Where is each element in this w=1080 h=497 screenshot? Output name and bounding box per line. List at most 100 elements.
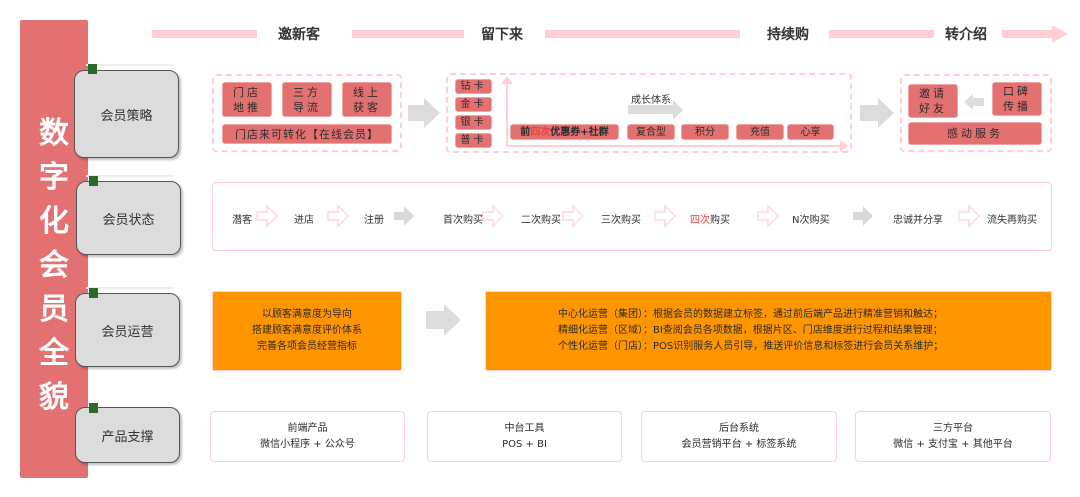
timeline-bar — [829, 30, 934, 38]
category-label: 会员运营 — [101, 324, 154, 340]
benefit-composite[interactable]: 复合型 — [627, 124, 675, 140]
status-step: 首次购买 — [443, 215, 483, 226]
channel-online[interactable]: 线上获客 — [342, 82, 392, 117]
step-arrow-icon — [256, 205, 278, 227]
operation-level-line: 精细化运营（区域）：BI查阅会员各项数据，根据片区、门店维度进行过程和结果管理； — [558, 325, 943, 336]
banner-char: 化 — [39, 204, 69, 239]
timeline-stage-retain: 留下来 — [481, 27, 523, 43]
y-axis-arrow-icon — [501, 76, 513, 84]
benefit-first-four[interactable]: 前四次优惠券+社群 — [510, 124, 619, 140]
benefit-label: 心享 — [800, 126, 821, 138]
wom-label: 传播 — [1003, 100, 1031, 113]
operation-goal-line: 以顾客满意度为导向 — [262, 309, 352, 320]
acquire-group — [212, 74, 402, 152]
status-step: 流失再购买 — [987, 215, 1037, 226]
left-arrow-shaft — [973, 98, 984, 106]
category-member-status[interactable]: 会员状态 — [76, 181, 181, 255]
step-arrow-icon — [757, 205, 779, 227]
product-title: 中台工具 — [504, 422, 545, 434]
step-arrow-icon — [958, 205, 980, 227]
status-step: 二次购买 — [521, 215, 561, 226]
status-step: 四次购买 — [690, 211, 730, 226]
channel-label: 地推 — [233, 100, 261, 114]
divider — [86, 64, 174, 66]
status-step: 忠诚并分享 — [893, 215, 943, 226]
pin-icon — [88, 64, 97, 74]
status-step: 潜客 — [232, 215, 252, 226]
timeline-stage-acquire: 邀新客 — [278, 27, 320, 43]
tier-label: 银卡 — [460, 117, 487, 128]
operation-goal-box: 以顾客满意度为导向 搭建顾客满意度评价体系 完善各项会员经营指标 — [212, 291, 402, 371]
product-title: 前端产品 — [287, 422, 328, 434]
banner-char: 全 — [39, 336, 69, 371]
status-step: N次购买 — [792, 215, 830, 226]
step-arrow-icon — [654, 205, 676, 227]
channel-store-push[interactable]: 门店地推 — [222, 82, 272, 117]
benefit-label: 复合型 — [636, 126, 666, 138]
y-axis-line — [506, 82, 508, 146]
invite-friends[interactable]: 邀请好友 — [908, 84, 958, 118]
referral-group — [900, 74, 1052, 152]
status-step-highlight: 四次 — [690, 215, 710, 226]
timeline-arrowhead-icon — [1052, 25, 1068, 43]
status-step: 进店 — [294, 215, 314, 226]
operation-goal-line: 搭建顾客满意度评价体系 — [252, 325, 362, 336]
product-middle-platform[interactable]: 中台工具 POS + BI — [427, 411, 622, 462]
word-of-mouth[interactable]: 口碑传播 — [992, 82, 1042, 116]
tier-diamond[interactable]: 钻卡 — [455, 79, 492, 94]
banner-char: 员 — [39, 292, 69, 327]
pin-icon — [89, 176, 98, 186]
status-step-rest: 购买 — [710, 215, 730, 226]
category-product-support[interactable]: 产品支撑 — [75, 407, 180, 463]
touching-service[interactable]: 感动服务 — [908, 122, 1042, 145]
pin-icon — [89, 403, 98, 413]
tier-gold[interactable]: 金卡 — [455, 97, 492, 112]
channel-third-party[interactable]: 三方导流 — [282, 82, 332, 117]
benefit-heart[interactable]: 心享 — [787, 124, 834, 140]
channel-label: 线上 — [353, 85, 381, 99]
retain-group — [446, 73, 852, 153]
tier-label: 普卡 — [460, 135, 487, 146]
status-step: 注册 — [364, 215, 384, 226]
product-third-party[interactable]: 三方平台 微信 + 支付宝 + 其他平台 — [855, 411, 1051, 462]
timeline-bar — [545, 30, 740, 38]
benefit-suffix: 优惠券+社群 — [550, 126, 609, 138]
step-arrow-icon — [327, 205, 349, 227]
banner-char: 字 — [39, 160, 69, 195]
divider — [86, 175, 174, 177]
tier-regular[interactable]: 普卡 — [455, 133, 492, 148]
benefit-label: 充值 — [750, 126, 770, 138]
benefit-recharge[interactable]: 充值 — [736, 124, 784, 140]
service-label: 感动服务 — [947, 127, 1003, 140]
banner-title: 数 字 化 会 员 全 貌 — [20, 112, 88, 420]
category-member-strategy[interactable]: 会员策略 — [74, 70, 179, 158]
tier-label: 金卡 — [460, 99, 487, 110]
benefit-label: 积分 — [695, 126, 715, 138]
status-container — [212, 182, 1052, 251]
operation-level-line: 个性化运营（门店）：POS识别服务人员引导，推送评价信息和标签进行会员关系维护； — [558, 341, 944, 352]
product-detail: 微信小程序 + 公众号 — [260, 438, 355, 450]
tier-silver[interactable]: 银卡 — [455, 115, 492, 130]
timeline-bar — [1002, 30, 1052, 38]
timeline-bar — [352, 30, 464, 38]
product-backend[interactable]: 后台系统 会员营销平台 + 标签系统 — [641, 411, 837, 462]
product-detail: 微信 + 支付宝 + 其他平台 — [893, 438, 1013, 450]
category-member-operation[interactable]: 会员运营 — [75, 293, 180, 367]
channel-label: 获客 — [353, 100, 381, 114]
product-frontend[interactable]: 前端产品 微信小程序 + 公众号 — [210, 411, 405, 462]
invite-label: 邀请 — [919, 87, 947, 100]
product-detail: POS + BI — [502, 438, 547, 450]
step-arrow-icon — [853, 206, 873, 226]
convert-online-member[interactable]: 门店来可转化【在线会员】 — [222, 124, 392, 144]
operation-goal-line: 完善各项会员经营指标 — [257, 341, 357, 352]
timeline-bar — [152, 30, 257, 38]
timeline-stage-referral: 转介绍 — [945, 27, 987, 43]
category-label: 会员状态 — [102, 212, 155, 228]
channel-label: 门店 — [233, 85, 261, 99]
channel-label: 三方 — [293, 85, 321, 99]
status-step: 三次购买 — [601, 215, 641, 226]
growth-system-label: 成长体系 — [631, 95, 671, 106]
convert-label: 门店来可转化【在线会员】 — [235, 127, 379, 141]
operation-levels-box: 中心化运营（集团）：根据会员的数据建立标签，通过前后端产品进行精准营销和触达； … — [485, 291, 1052, 371]
benefit-points[interactable]: 积分 — [681, 124, 729, 140]
